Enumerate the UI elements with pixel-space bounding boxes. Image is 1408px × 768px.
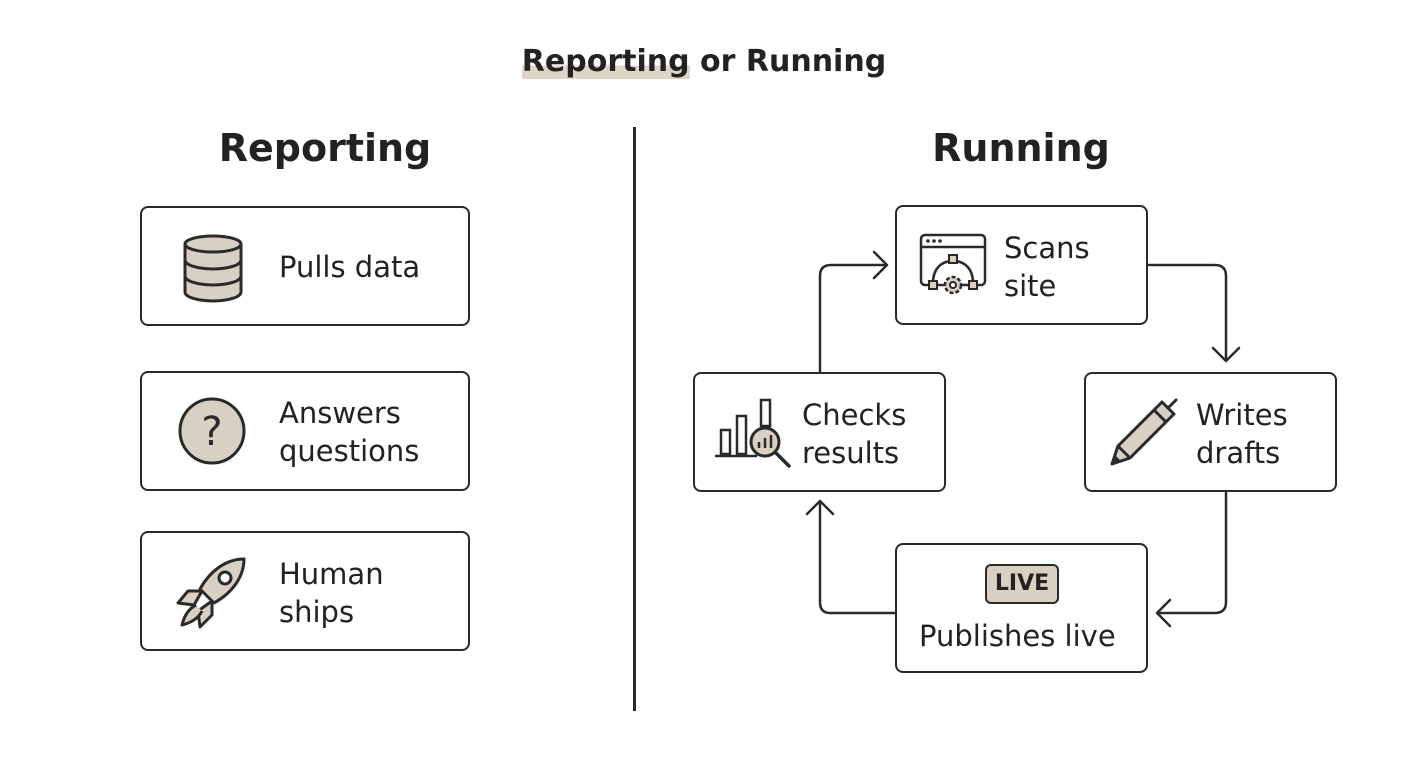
arrowhead-write-to-publish bbox=[1155, 598, 1172, 628]
site-scan-icon bbox=[919, 233, 987, 295]
checks-results-label: Checks results bbox=[802, 396, 906, 472]
diagram-title: Reporting or Running bbox=[0, 44, 1408, 79]
answers-questions-label: Answers questions bbox=[279, 394, 419, 470]
answers-line-2: questions bbox=[279, 434, 420, 468]
writes-drafts-line-2: drafts bbox=[1196, 436, 1281, 470]
writes-drafts-card: Writes drafts bbox=[1084, 372, 1337, 492]
pulls-data-label: Pulls data bbox=[279, 248, 420, 286]
human-ships-label: Human ships bbox=[279, 555, 384, 631]
human-ships-line-2: ships bbox=[279, 595, 355, 629]
arrowhead-check-to-scan bbox=[872, 250, 889, 280]
arrowhead-publish-to-check bbox=[805, 499, 835, 516]
title-rest: or Running bbox=[689, 44, 887, 79]
answers-questions-card: ? Answers questions bbox=[140, 371, 470, 491]
rocket-icon bbox=[176, 557, 246, 629]
chart-magnifier-icon bbox=[715, 398, 791, 468]
title-highlight: Reporting bbox=[521, 44, 690, 79]
arrow-scan-to-write bbox=[1147, 263, 1228, 362]
pulls-data-card: Pulls data bbox=[140, 206, 470, 326]
reporting-heading: Reporting bbox=[218, 126, 432, 170]
scans-site-line-1: Scans bbox=[1004, 231, 1090, 265]
writes-drafts-line-1: Writes bbox=[1196, 398, 1288, 432]
scans-site-line-2: site bbox=[1004, 269, 1057, 303]
publishes-live-label: Publishes live bbox=[919, 617, 1116, 655]
svg-text:?: ? bbox=[201, 409, 222, 455]
arrowhead-scan-to-write bbox=[1211, 346, 1241, 363]
scans-site-label: Scans site bbox=[1004, 229, 1090, 305]
checks-results-line-1: Checks bbox=[802, 398, 907, 432]
publishes-live-card: Publishes live bbox=[895, 543, 1148, 673]
human-ships-card: Human ships bbox=[140, 531, 470, 651]
pencil-icon bbox=[1110, 398, 1178, 466]
database-icon bbox=[183, 234, 243, 303]
live-badge-icon: LIVE bbox=[985, 564, 1059, 604]
publishes-live-line-1: Publishes live bbox=[919, 619, 1116, 653]
checks-results-line-2: results bbox=[802, 436, 900, 470]
column-divider bbox=[633, 127, 636, 711]
answers-line-1: Answers bbox=[279, 396, 401, 430]
scans-site-card: Scans site bbox=[895, 205, 1148, 325]
checks-results-card: Checks results bbox=[693, 372, 946, 492]
question-icon: ? bbox=[178, 397, 246, 465]
arrow-write-to-publish bbox=[1156, 491, 1228, 615]
writes-drafts-label: Writes drafts bbox=[1196, 396, 1288, 472]
pulls-data-line-1: Pulls data bbox=[279, 250, 421, 284]
human-ships-line-1: Human bbox=[279, 557, 384, 591]
running-heading: Running bbox=[932, 126, 1110, 170]
arrow-publish-to-check bbox=[818, 500, 897, 615]
arrow-check-to-scan bbox=[818, 263, 888, 373]
